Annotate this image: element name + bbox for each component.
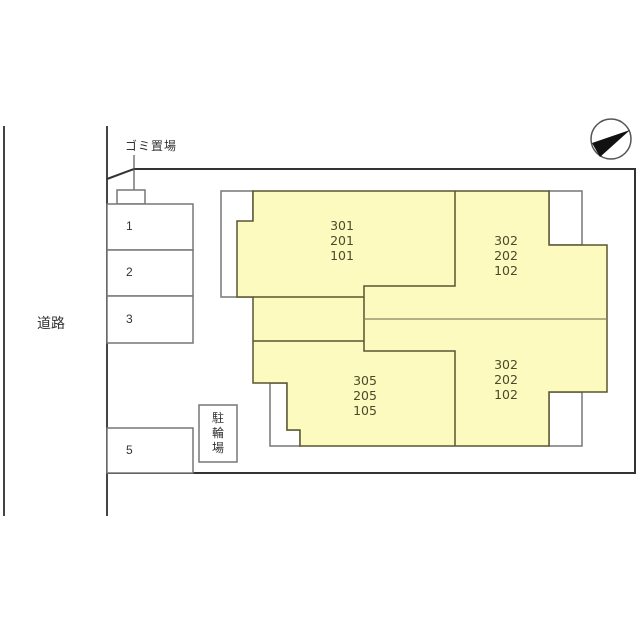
unit-number: 202 [494, 248, 518, 263]
unit-number: 202 [494, 372, 518, 387]
parking-area [106, 203, 194, 474]
bicycle-parking-label: 駐 輪 場 [211, 411, 225, 456]
bicycle-parking-char: 駐 [211, 411, 224, 425]
lot-boundary [106, 168, 636, 474]
north-arrow-icon [590, 118, 632, 160]
parking-slot-2 [106, 249, 194, 297]
unit-number: 302 [494, 233, 518, 248]
unit-number: 301 [330, 218, 354, 233]
garbage-label: ゴミ置場 [125, 139, 178, 153]
unit-number: 205 [353, 388, 377, 403]
unit-number: 102 [494, 263, 518, 278]
parking-slot-3 [106, 295, 194, 344]
parking-slot-2-label: 2 [126, 265, 133, 279]
bicycle-parking-char: 場 [211, 441, 224, 455]
garbage-box [116, 189, 146, 205]
unit-number: 201 [330, 233, 354, 248]
parking-slot-1-label: 1 [126, 219, 133, 233]
road-label: 道路 [37, 315, 65, 331]
parking-slot-5 [106, 427, 194, 474]
unit-label-101: 301 201 101 [322, 218, 362, 263]
parking-slot-1 [106, 203, 194, 251]
unit-label-102-top: 302 202 102 [486, 233, 526, 278]
parking-slot-3-label: 3 [126, 312, 133, 326]
unit-number: 102 [494, 387, 518, 402]
unit-partitions [253, 191, 607, 446]
unit-number: 105 [353, 403, 377, 418]
unit-label-102-bottom: 302 202 102 [486, 357, 526, 402]
unit-number: 305 [353, 373, 377, 388]
unit-number: 101 [330, 248, 354, 263]
unit-number: 302 [494, 357, 518, 372]
parking-slot-5-label: 5 [126, 443, 133, 457]
bicycle-parking-char: 輪 [211, 426, 224, 440]
bicycle-parking-box [198, 404, 238, 463]
unit-label-105: 305 205 105 [345, 373, 385, 418]
